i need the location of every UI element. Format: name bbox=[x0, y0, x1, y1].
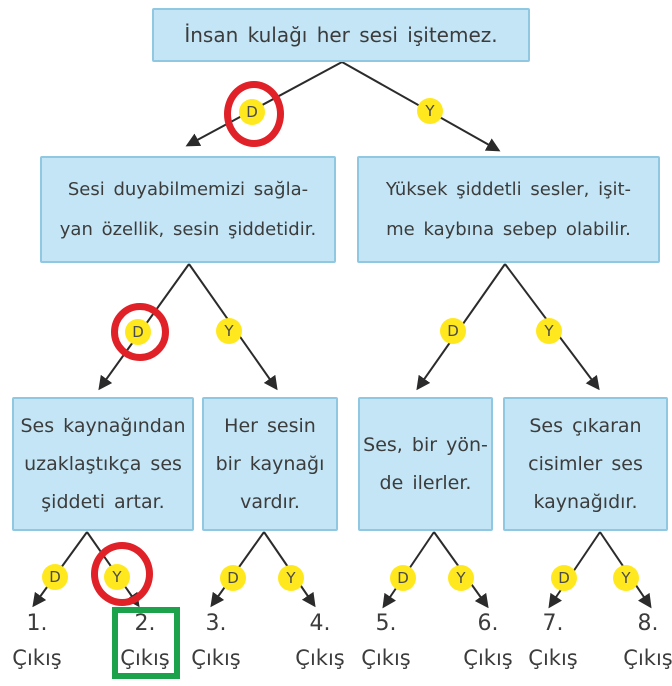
exit-7: 7. Çıkış bbox=[528, 610, 577, 671]
branch-right-line-1: Yüksek şiddetli sesler, işit- bbox=[385, 178, 632, 200]
leaf1-line-1: Ses kaynağından bbox=[20, 415, 186, 437]
exit-6-label: Çıkış bbox=[463, 646, 513, 670]
node-leaf2-d: D bbox=[220, 565, 246, 591]
exit-2: 2. Çıkış bbox=[120, 610, 169, 671]
node-left-y: Y bbox=[216, 318, 242, 344]
leaf3-line-1: Ses, bir yön- bbox=[363, 434, 488, 456]
branch-left-line-2: yan özellik, sesin şiddetidir. bbox=[59, 218, 317, 240]
node-leaf4-d: D bbox=[551, 565, 577, 591]
leaf2-statement-box: Her sesin bir kaynağı vardır. bbox=[202, 397, 338, 531]
exit-7-number: 7. bbox=[542, 611, 564, 636]
leaf4-line-2: cisimler ses bbox=[528, 453, 643, 475]
red-circle-root-d bbox=[224, 81, 284, 147]
exit-8: 8. Çıkış bbox=[623, 610, 672, 671]
leaf3-line-2: de ilerler. bbox=[379, 472, 472, 494]
leaf4-line-3: kaynağıdır. bbox=[533, 491, 638, 513]
exit-8-label: Çıkış bbox=[623, 646, 672, 670]
exit-4-label: Çıkış bbox=[295, 646, 345, 670]
node-root-y: Y bbox=[417, 98, 443, 124]
leaf1-line-3: şiddeti artar. bbox=[41, 491, 165, 513]
leaf2-line-3: vardır. bbox=[240, 491, 300, 513]
node-leaf1-d: D bbox=[42, 564, 68, 590]
exit-6: 6. Çıkış bbox=[463, 610, 512, 671]
exit-3: 3. Çıkış bbox=[191, 610, 240, 671]
branch-right-statement-box: Yüksek şiddetli sesler, işit- me kaybına… bbox=[357, 156, 660, 263]
edge-leaf4-d bbox=[548, 531, 601, 609]
leaf4-line-1: Ses çıkaran bbox=[529, 415, 642, 437]
root-statement-box: İnsan kulağı her sesi işitemez. bbox=[152, 8, 530, 62]
node-right-y: Y bbox=[536, 318, 562, 344]
green-box-exit-2 bbox=[112, 607, 180, 679]
node-leaf2-y: Y bbox=[278, 565, 304, 591]
exit-5-label: Çıkış bbox=[361, 646, 411, 670]
exit-1-number: 1. bbox=[26, 611, 48, 636]
exit-3-label: Çıkış bbox=[191, 646, 241, 670]
exit-7-label: Çıkış bbox=[528, 646, 578, 670]
leaf3-statement-box: Ses, bir yön- de ilerler. bbox=[358, 397, 493, 531]
node-leaf3-y: Y bbox=[448, 565, 474, 591]
red-circle-left-d bbox=[111, 303, 169, 361]
exit-5-number: 5. bbox=[375, 611, 397, 636]
leaf1-statement-box: Ses kaynağından uzaklaştıkça ses şiddeti… bbox=[12, 397, 194, 531]
node-leaf3-d: D bbox=[390, 565, 416, 591]
root-statement-text: İnsan kulağı her sesi işitemez. bbox=[184, 23, 498, 47]
exit-1-label: Çıkış bbox=[12, 646, 62, 670]
exit-4: 4. Çıkış bbox=[295, 610, 344, 671]
branch-left-line-1: Sesi duyabilmemizi sağla- bbox=[67, 178, 309, 200]
leaf2-line-2: bir kaynağı bbox=[215, 453, 325, 475]
exit-5: 5. Çıkış bbox=[361, 610, 410, 671]
exit-6-number: 6. bbox=[477, 611, 499, 636]
exit-2-number: 2. bbox=[134, 611, 156, 636]
leaf2-line-1: Her sesin bbox=[224, 415, 316, 437]
node-leaf4-y: Y bbox=[613, 565, 639, 591]
branch-right-line-2: me kaybına sebep olabilir. bbox=[386, 218, 631, 240]
node-right-d: D bbox=[440, 318, 466, 344]
exit-3-number: 3. bbox=[205, 611, 227, 636]
exit-2-label: Çıkış bbox=[120, 646, 170, 670]
branch-left-statement-box: Sesi duyabilmemizi sağla- yan özellik, s… bbox=[40, 156, 336, 263]
exit-8-number: 8. bbox=[637, 611, 659, 636]
exit-4-number: 4. bbox=[309, 611, 331, 636]
leaf4-statement-box: Ses çıkaran cisimler ses kaynağıdır. bbox=[503, 397, 668, 531]
red-circle-leaf1-y bbox=[91, 542, 153, 606]
leaf1-line-2: uzaklaştıkça ses bbox=[24, 453, 182, 475]
exit-1: 1. Çıkış bbox=[12, 610, 61, 671]
